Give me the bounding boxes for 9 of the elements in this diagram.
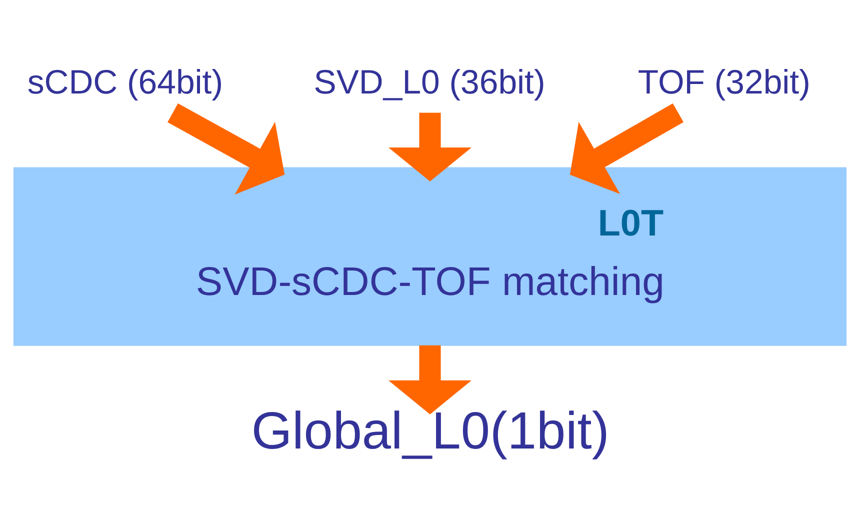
node-text: Global_L0(1bit): [251, 402, 610, 461]
arrow: [168, 103, 285, 195]
node-text: TOF (32bit): [638, 64, 810, 102]
arrow: [388, 112, 472, 182]
arrow: [570, 103, 684, 194]
node-text: SVD_L0 (36bit): [314, 64, 546, 102]
node-text: sCDC (64bit): [27, 64, 223, 102]
arrow: [388, 345, 472, 414]
node-box: L0T SVD-sCDC-TOF matching: [13, 167, 847, 346]
